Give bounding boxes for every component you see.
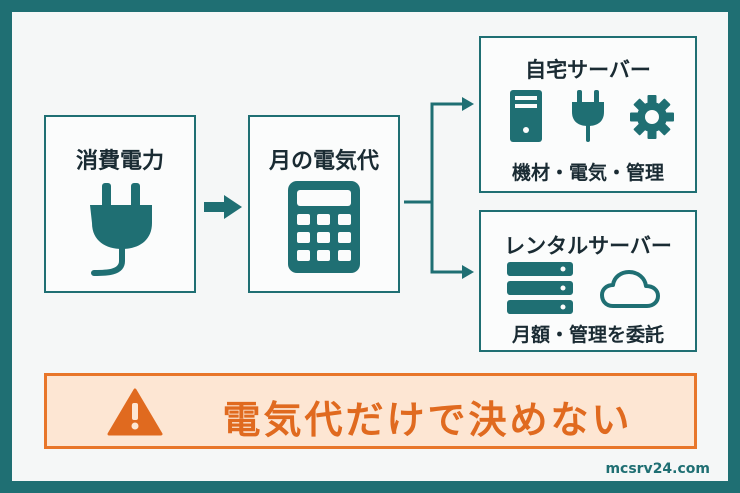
warning-text: 電気代だけで決めない (222, 398, 633, 442)
rental-server-box: レンタルサーバー 月額・管理を委託 (479, 210, 697, 352)
rental-server-title: レンタルサーバー (504, 234, 672, 258)
power-consumption-title: 消費電力 (75, 149, 164, 174)
server-rack-icon (507, 262, 573, 314)
home-server-title: 自宅サーバー (525, 58, 651, 82)
home-server-box: 自宅サーバー 機材・電気・管理 (479, 36, 697, 193)
monthly-bill-title: 月の電気代 (268, 149, 379, 174)
power-consumption-box: 消費電力 (44, 115, 196, 293)
branch-arrow (404, 97, 474, 279)
warning-banner: 電気代だけで決めない (44, 373, 697, 449)
plug-icon (572, 90, 604, 142)
gear-icon (630, 95, 674, 139)
cloud-icon (600, 270, 660, 308)
calculator-icon (288, 181, 360, 273)
home-server-caption: 機材・電気・管理 (511, 162, 664, 184)
plug-icon (90, 183, 152, 276)
site-credit: mcsrv24.com (605, 461, 710, 477)
warning-icon (107, 388, 163, 436)
flow-arrow-1 (204, 195, 242, 219)
rental-server-caption: 月額・管理を委託 (511, 324, 664, 346)
monthly-bill-box: 月の電気代 (248, 115, 400, 293)
server-tower-icon (510, 90, 542, 142)
